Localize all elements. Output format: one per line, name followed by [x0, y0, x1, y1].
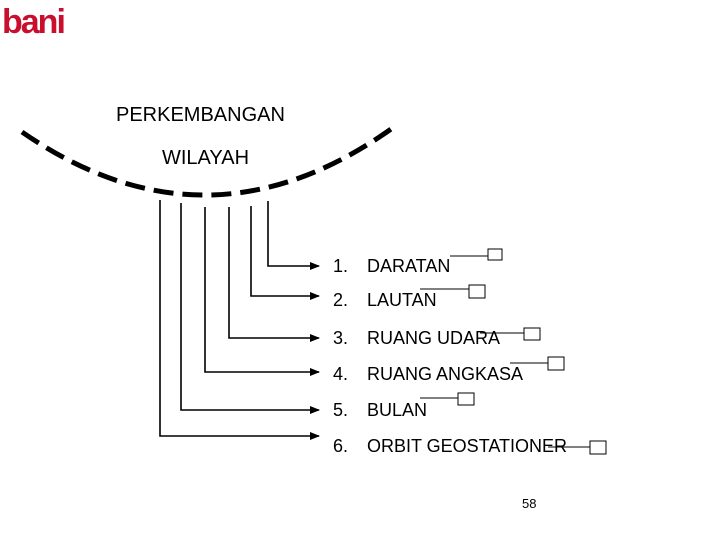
connector-6 — [159, 200, 320, 440]
dashed-arc — [20, 121, 400, 198]
item-number: 3. — [333, 328, 349, 348]
list-item: 5. BULAN — [333, 400, 427, 421]
connector-3 — [228, 207, 320, 342]
diagram-title-line-1: PERKEMBANGAN — [116, 104, 285, 126]
bani-logo: bani — [2, 4, 66, 38]
item-label: LAUTAN — [367, 290, 437, 310]
list-item: 2. LAUTAN — [333, 290, 437, 311]
diagram-title-line-2: WILAYAH — [162, 147, 250, 169]
list-item: 1. DARATAN — [333, 256, 450, 277]
item-number: 2. — [333, 290, 349, 310]
list-item: 6. ORBIT GEOSTATIONER — [333, 436, 567, 457]
connector-4 — [204, 207, 320, 376]
box-6 — [589, 440, 607, 455]
connector-5 — [180, 203, 320, 414]
connector-lines — [159, 200, 320, 440]
box-5 — [457, 392, 475, 406]
logo-text: bani — [2, 4, 64, 38]
item-number: 6. — [333, 436, 349, 456]
item-number: 4. — [333, 364, 349, 384]
box-1 — [487, 248, 503, 261]
connector-2 — [250, 206, 320, 300]
page-number: 58 — [522, 496, 537, 511]
box-4 — [547, 356, 565, 371]
item-label: RUANG UDARA — [367, 328, 501, 348]
connector-1 — [267, 201, 320, 270]
list-item: 3. RUANG UDARA — [333, 328, 500, 349]
item-label: RUANG ANGKASA — [367, 364, 524, 384]
item-number: 1. — [333, 256, 349, 276]
item-label: DARATAN — [367, 256, 451, 276]
item-label: ORBIT GEOSTATIONER — [367, 436, 568, 456]
item-number: 5. — [333, 400, 349, 420]
item-label: BULAN — [367, 400, 428, 420]
list-item: 4. RUANG ANGKASA — [333, 364, 523, 385]
box-2 — [468, 284, 486, 299]
box-3 — [523, 327, 541, 341]
item-boxes — [420, 248, 607, 455]
